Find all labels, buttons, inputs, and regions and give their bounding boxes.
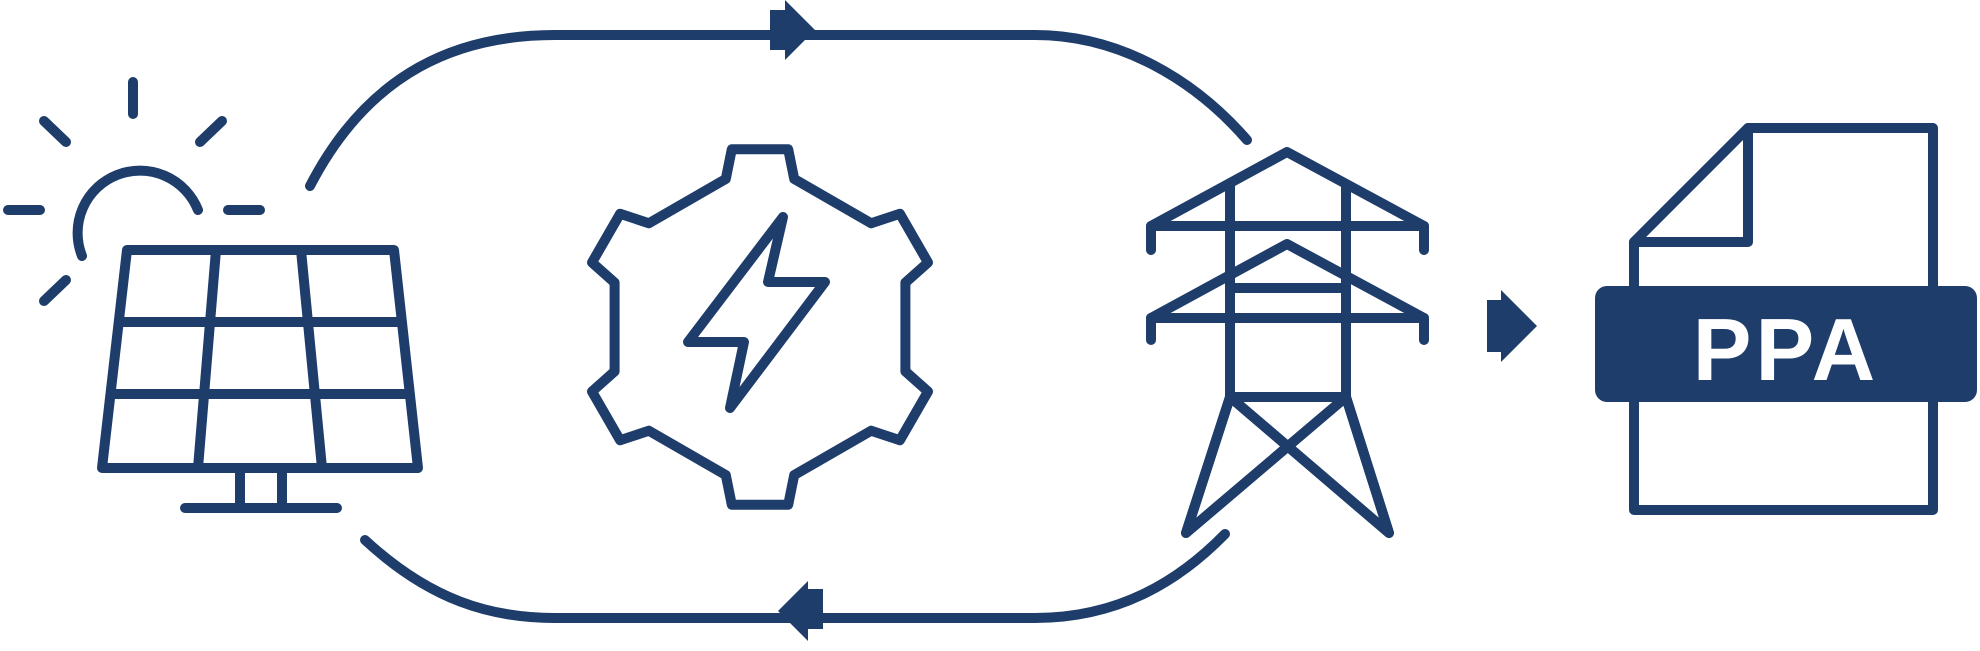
gear-lightning-icon — [587, 144, 933, 510]
sun-ray-top-left — [39, 116, 71, 147]
bottom-arrowhead — [778, 581, 808, 641]
top-flow-arrow — [305, 0, 1252, 191]
panel-grid-col-2 — [296, 245, 327, 473]
tower-base-legs — [1181, 392, 1394, 538]
document-folded-corner — [1629, 123, 1753, 247]
document-label-banner — [1595, 286, 1977, 402]
sun-ray-bottom-left — [39, 275, 71, 306]
tower-lower-arm — [1146, 239, 1429, 345]
right-arrow-head — [1501, 290, 1537, 362]
flow-diagram: PPA — [3, 0, 1977, 641]
bottom-arrow-stem — [806, 589, 823, 629]
transmission-tower-icon — [1146, 147, 1429, 538]
document-label: PPA — [1693, 300, 1879, 399]
ppa-document-icon: PPA — [1595, 123, 1977, 515]
top-arrow-stem — [770, 10, 787, 50]
right-arrow-stem — [1487, 300, 1504, 352]
sun-ray-top-right — [195, 116, 227, 147]
panel-grid-col-1 — [193, 245, 221, 473]
document-outline — [1629, 123, 1938, 515]
top-arc-path — [305, 30, 1252, 191]
panel-frame — [97, 245, 423, 473]
solar-panel-icon — [97, 245, 423, 513]
bottom-flow-arrow — [360, 529, 1230, 641]
sun-icon — [3, 77, 265, 306]
lightning-bolt — [683, 212, 830, 413]
gear-outline — [587, 144, 933, 510]
tower-top-arm — [1146, 147, 1429, 255]
sun-arc — [72, 165, 203, 261]
top-arrowhead — [785, 0, 815, 60]
right-arrow-icon — [1487, 290, 1537, 362]
